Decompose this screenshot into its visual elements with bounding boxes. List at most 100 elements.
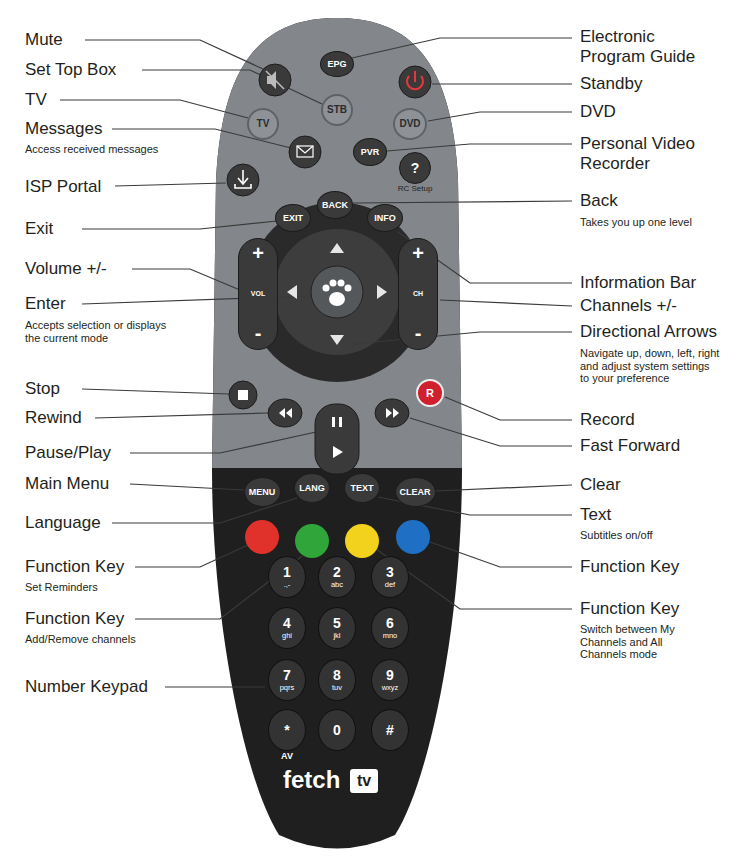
number-key: # (371, 709, 409, 751)
button-shape (229, 381, 257, 409)
callout-description: Set Reminders (25, 581, 98, 594)
brand-logo-text: fetch (283, 766, 340, 794)
button-label: + (412, 243, 424, 263)
isp-portal-button (227, 164, 259, 196)
button-sublabel: ghi (282, 632, 292, 640)
leader-line (410, 418, 572, 446)
callout-label: Function Key (25, 609, 124, 629)
button-label: + (252, 243, 264, 263)
remote-button: PVR (353, 138, 387, 166)
callout-label: Rewind (25, 408, 82, 428)
leader-line (435, 485, 572, 491)
leader-line (387, 144, 572, 151)
callout-label: Volume +/- (25, 259, 107, 279)
callout-label: Function Key (580, 599, 679, 619)
leader-line (115, 183, 226, 186)
enter-button (311, 266, 363, 318)
button-label: 8 (333, 668, 341, 682)
button-sublabel: mno (383, 632, 398, 640)
mute-button (259, 64, 291, 96)
number-key: 4ghi (268, 607, 306, 649)
number-key: 2abc (318, 556, 356, 598)
callout-label: Language (25, 513, 101, 533)
messages-button (289, 136, 321, 168)
button-label: # (386, 723, 394, 737)
rewind-icon (286, 408, 292, 418)
portal-icon (242, 170, 244, 183)
power-icon (414, 71, 416, 82)
arrow-right-icon (377, 285, 387, 299)
blue-function-key (396, 520, 430, 554)
button-label: 5 (333, 616, 341, 630)
mode-button: DVD (393, 108, 427, 140)
arrow-left-icon (287, 285, 297, 299)
button-sublabel: tuv (332, 684, 342, 692)
pause-play-button (315, 404, 359, 474)
button-shape (399, 66, 431, 98)
paw-pad (329, 292, 345, 306)
leader-line (428, 112, 572, 121)
button-label: STB (327, 105, 347, 115)
yellow-function-key (345, 524, 379, 558)
callout-label: Function Key (25, 557, 124, 577)
fast-forward-button (375, 399, 409, 427)
button-sublabel: def (385, 581, 395, 589)
mode-button: STB (321, 94, 353, 126)
arrow-up-icon (330, 243, 344, 253)
button-shape (227, 164, 259, 196)
button-sublabel: jkl (333, 632, 340, 640)
callout-label: Personal Video Recorder (580, 134, 730, 173)
leader-line (432, 83, 572, 84)
button-sublabel: - (255, 323, 262, 343)
callout-label: Enter (25, 294, 66, 314)
fast-forward-icon (393, 408, 399, 418)
leader-lines (60, 38, 572, 687)
button-label: EPG (327, 60, 346, 69)
brand-logo-box: tv (350, 769, 378, 793)
callout-description: Accepts selection or displays the curren… (25, 319, 175, 344)
button-label: TEXT (350, 484, 373, 493)
number-key: 3def (371, 556, 409, 598)
number-key: 1.,- (268, 556, 306, 598)
button-label: TV (257, 119, 270, 129)
button-sublabel: CH (413, 290, 423, 297)
number-key: 0 (318, 709, 356, 751)
callout-label: Messages (25, 119, 102, 139)
callout-description: Takes you up one level (580, 216, 692, 229)
button-label: PVR (361, 148, 380, 157)
callout-label: Standby (580, 74, 642, 94)
button-label: 6 (386, 616, 394, 630)
callout-label: Fast Forward (580, 436, 680, 456)
green-function-key (295, 524, 329, 558)
remote-button: LANG (294, 473, 330, 503)
remote-button: EXIT (275, 204, 311, 232)
button-shape (289, 136, 321, 168)
pause-icon (332, 417, 335, 427)
leader-line (82, 389, 229, 394)
leader-line (142, 70, 322, 104)
button-label: MENU (249, 488, 276, 497)
callout-label: TV (25, 90, 47, 110)
callout-label: DVD (580, 102, 616, 122)
callout-label: Record (580, 410, 635, 430)
callout-label: Channels +/- (580, 296, 677, 316)
mute-slash (266, 71, 284, 89)
number-key: 5 jkl (318, 607, 356, 649)
record-button: R (416, 379, 444, 407)
paw-icon (323, 280, 352, 307)
envelope-icon (297, 146, 313, 153)
portal-icon (238, 178, 248, 184)
callout-description: Switch between My Channels and All Chann… (580, 623, 690, 661)
button-label: LANG (299, 484, 325, 493)
dpad-inner (274, 229, 400, 355)
callout-label: Electronic Program Guide (580, 27, 710, 66)
remote-button: BACK (317, 191, 353, 219)
button-label: DVD (399, 119, 420, 129)
leader-line (430, 542, 572, 567)
stop-icon (238, 390, 248, 400)
callout-label: Back (580, 191, 618, 211)
button-label: 0 (333, 723, 341, 737)
callout-label: Exit (25, 219, 53, 239)
leader-line (130, 432, 316, 453)
leader-line (445, 397, 572, 420)
